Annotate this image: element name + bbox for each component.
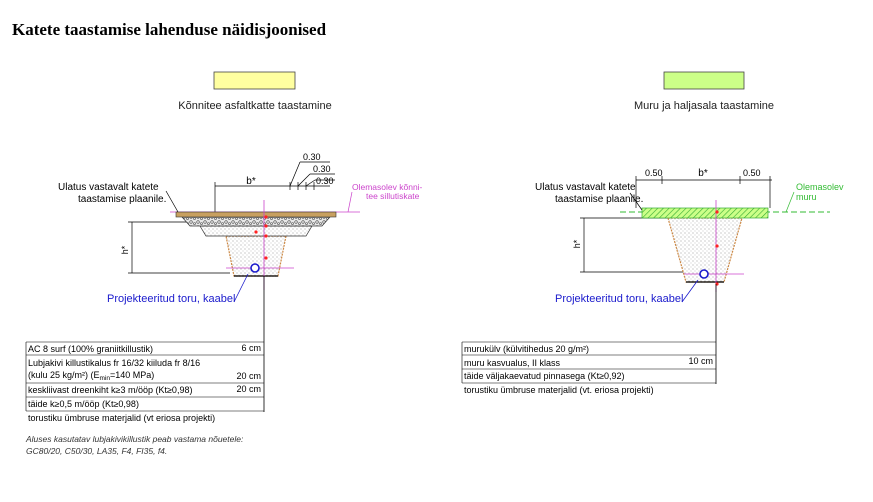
left-level-markers [254, 215, 268, 260]
right-dim-right: 0.50 [743, 168, 761, 178]
right-layer-4-name: torustiku ümbruse materjalid (vt. eriosa… [464, 385, 654, 395]
left-pipe-label: Projekteeritud toru, kaabel [107, 293, 235, 305]
left-layer-1-name: AC 8 surf (100% graniitkillustik) [28, 344, 153, 354]
left-layer-4-name: täide k≥0,5 m/ööp (Kt≥0,98) [28, 399, 139, 409]
left-dim-offset-2: 0.30 [313, 164, 331, 174]
right-layer-2-name: muru kasvualus, II klass [464, 358, 561, 368]
left-layer-3-thickness: 20 cm [236, 384, 261, 394]
right-layer-3-name: täide väljakaevatud pinnasega (Kt≥0,92) [464, 371, 625, 381]
left-layer-2-thickness: 20 cm [236, 371, 261, 381]
right-layer-2-thickness: 10 cm [688, 356, 713, 366]
left-layer-table: AC 8 surf (100% graniitkillustik) 6 cm L… [25, 276, 265, 423]
left-dim-offset-1: 0.30 [303, 152, 321, 162]
right-pipe-label: Projekteeritud toru, kaabel [555, 293, 683, 305]
left-layer-2-name-line2-head: (kulu 25 kg/m²) (E [28, 370, 100, 380]
right-extent-leader [629, 192, 643, 211]
left-layer-2-sub: min [100, 375, 111, 382]
right-caption: Muru ja haljasala taastamine [634, 100, 774, 112]
left-dim-h: h* [120, 245, 130, 254]
right-layer-1-name: murukülv (külvitihedus 20 g/m²) [464, 344, 589, 354]
left-layer-5-name: torustiku ümbruse materjalid (vt eriosa … [28, 413, 215, 423]
left-existing-label-2: tee sillutiskate [366, 191, 420, 201]
left-extent-leader [165, 190, 179, 213]
left-layer-3-name: keskliivast dreenkiht k≥3 m/ööp (Kt≥0,98… [28, 385, 192, 395]
right-existing-label-2: muru [796, 192, 817, 202]
grass-legend-swatch [663, 71, 745, 90]
right-dim-h: h* [572, 239, 582, 248]
right-extent-label-2: taastamise plaanile. [555, 194, 643, 205]
left-detail: Kõnnitee asfaltkatte taastamine b* 0.30 … [25, 71, 423, 456]
left-layer-1-thickness: 6 cm [241, 343, 261, 353]
left-existing-leader [347, 191, 353, 213]
left-note-2: GC80/20, C50/30, LA35, F4, FI35, f4. [26, 446, 167, 456]
left-extent-label-1: Ulatus vastavalt katete [58, 182, 159, 193]
right-detail: Muru ja haljasala taastamine 0.50 b* 0.5… [461, 71, 844, 395]
right-dimensions [580, 176, 772, 273]
left-existing-label-1: Olemasolev kõnni- [352, 182, 423, 192]
left-note-1: Aluses kasutatav lubjakivikillustik peab… [25, 434, 244, 444]
page-title: Katete taastamise lahenduse näidisjoonis… [12, 20, 327, 39]
right-existing-leader [785, 191, 795, 213]
left-layer-2-name-line2: (kulu 25 kg/m²) (Emin=140 MPa) [28, 370, 154, 382]
left-dim-offset-3: 0.30 [316, 176, 334, 186]
left-gravel-base [181, 216, 331, 227]
right-dim-left: 0.50 [645, 168, 663, 178]
right-existing-label-1: Olemasolev [796, 182, 844, 192]
left-extent-label-2: taastamise plaanile. [78, 194, 166, 205]
left-layer-2-name-line1: Lubjakivi killustikalus fr 16/32 kiiluda… [28, 358, 200, 368]
left-dim-b: b* [246, 176, 256, 187]
left-caption: Kõnnitee asfaltkatte taastamine [178, 100, 331, 112]
left-asphalt-layer [175, 211, 337, 218]
left-layer-2-tail: =140 MPa) [110, 370, 154, 380]
right-dim-b: b* [698, 168, 708, 179]
right-topsoil-layer [641, 207, 769, 219]
right-extent-label-1: Ulatus vastavalt katete [535, 182, 636, 193]
right-layer-table: murukülv (külvitihedus 20 g/m²) muru kas… [461, 284, 717, 395]
right-pipe-leader [681, 279, 699, 303]
asphalt-legend-swatch [213, 71, 296, 90]
left-pipe-leader [233, 273, 249, 303]
left-pipe-icon [250, 263, 260, 273]
left-trench [175, 200, 337, 290]
right-pipe-icon [699, 269, 709, 279]
right-trench [641, 200, 769, 292]
